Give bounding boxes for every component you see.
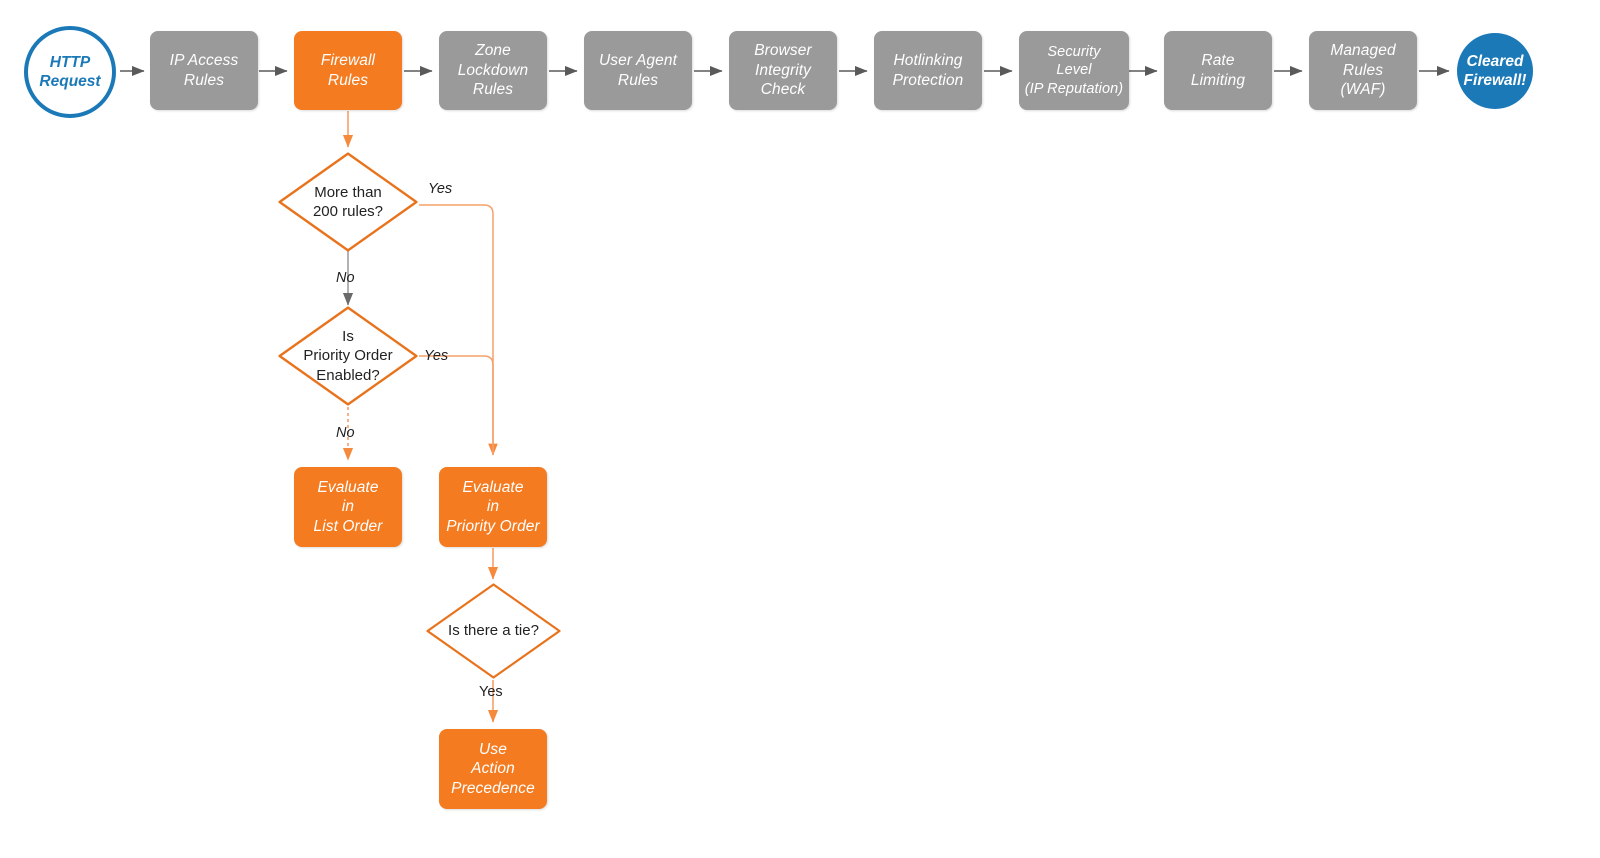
edge-priority-order-yes	[419, 355, 494, 455]
node-managed-rules-waf[interactable]: Managed Rules (WAF)	[1309, 31, 1417, 110]
node-cleared-firewall-label: Cleared Firewall!	[1463, 52, 1527, 89]
edge-label-tie-yes: Yes	[479, 684, 503, 700]
node-ip-access-rules-label: IP Access Rules	[169, 52, 239, 89]
diamond-shape	[278, 152, 418, 252]
node-rate-limiting-label: Rate Limiting	[1190, 52, 1246, 89]
node-firewall-rules-label: Firewall Rules	[320, 52, 376, 89]
edge-decision-200-yes	[419, 204, 498, 456]
node-hotlinking-protection[interactable]: Hotlinking Protection	[874, 31, 982, 110]
node-security-level[interactable]: Security Level (IP Reputation)	[1019, 31, 1129, 110]
node-decision-is-there-a-tie[interactable]: Is there a tie?	[426, 583, 561, 679]
node-security-level-label: Security Level (IP Reputation)	[1024, 44, 1124, 97]
node-decision-is-priority-order-enabled-label: Is Priority Order Enabled?	[303, 328, 393, 384]
node-evaluate-in-priority-order[interactable]: Evaluate in Priority Order	[439, 467, 547, 547]
node-use-action-precedence-label: Use Action Precedence	[451, 740, 535, 797]
node-decision-is-priority-order-enabled[interactable]: Is Priority Order Enabled?	[278, 306, 418, 406]
edge-label-more-than-200-yes: Yes	[428, 181, 453, 197]
node-user-agent-rules[interactable]: User Agent Rules	[584, 31, 692, 110]
diamond-shape	[278, 306, 418, 406]
node-ip-access-rules[interactable]: IP Access Rules	[150, 31, 258, 110]
node-use-action-precedence[interactable]: Use Action Precedence	[439, 729, 547, 809]
edge-label-more-than-200-no: No	[336, 270, 355, 286]
edge-label-priority-order-no: No	[336, 425, 355, 441]
node-evaluate-in-priority-order-label: Evaluate in Priority Order	[446, 478, 540, 535]
node-evaluate-in-list-order[interactable]: Evaluate in List Order	[294, 467, 402, 547]
edge-label-priority-order-yes: Yes	[424, 348, 449, 364]
node-zone-lockdown-rules-label: Zone Lockdown Rules	[457, 42, 529, 99]
node-http-request[interactable]: HTTP Request	[24, 26, 116, 118]
node-firewall-rules[interactable]: Firewall Rules	[294, 31, 402, 110]
diamond-shape	[426, 583, 561, 679]
node-decision-more-than-200-rules-label: More than 200 rules?	[312, 183, 384, 220]
node-evaluate-in-list-order-label: Evaluate in List Order	[313, 478, 383, 535]
node-user-agent-rules-label: User Agent Rules	[599, 52, 677, 89]
node-cleared-firewall[interactable]: Cleared Firewall!	[1457, 33, 1533, 109]
node-decision-more-than-200-rules[interactable]: More than 200 rules?	[278, 152, 418, 252]
node-http-request-label: HTTP Request	[39, 53, 101, 90]
node-decision-is-there-a-tie-label: Is there a tie?	[448, 622, 539, 640]
node-browser-integrity-check[interactable]: Browser Integrity Check	[729, 31, 837, 110]
node-hotlinking-protection-label: Hotlinking Protection	[892, 52, 964, 89]
node-managed-rules-waf-label: Managed Rules (WAF)	[1330, 42, 1396, 99]
node-zone-lockdown-rules[interactable]: Zone Lockdown Rules	[439, 31, 547, 110]
node-browser-integrity-check-label: Browser Integrity Check	[754, 42, 812, 99]
node-rate-limiting[interactable]: Rate Limiting	[1164, 31, 1272, 110]
